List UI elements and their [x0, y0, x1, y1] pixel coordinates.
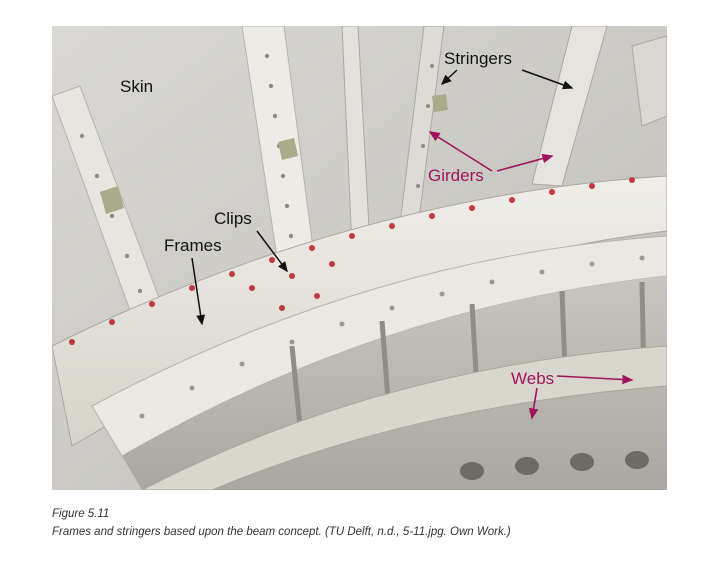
label-stringers: Stringers — [444, 49, 513, 68]
label-frames: Frames — [164, 236, 222, 255]
annotation-arrows-black — [191, 69, 574, 326]
label-clips: Clips — [214, 209, 252, 228]
photo-illustration — [52, 26, 667, 490]
frame-lower — [141, 345, 667, 490]
clip-green-3 — [432, 94, 448, 112]
clip-green-2 — [100, 186, 124, 214]
aircraft-structure-photo: Skin Stringers Girders Clips Frames Webs — [52, 26, 667, 490]
figure-number: Figure 5.11 — [52, 508, 110, 520]
frame-rivets-red — [69, 177, 635, 345]
label-webs: Webs — [511, 369, 555, 388]
clip-green-1 — [278, 138, 298, 160]
frame-web — [122, 276, 667, 490]
figure-caption: Frames and stringers based upon the beam… — [52, 526, 511, 538]
label-girders: Girders — [428, 166, 484, 185]
label-skin: Skin — [120, 77, 154, 96]
annotation-arrows-magenta — [428, 131, 634, 420]
lightening-holes — [460, 451, 649, 480]
